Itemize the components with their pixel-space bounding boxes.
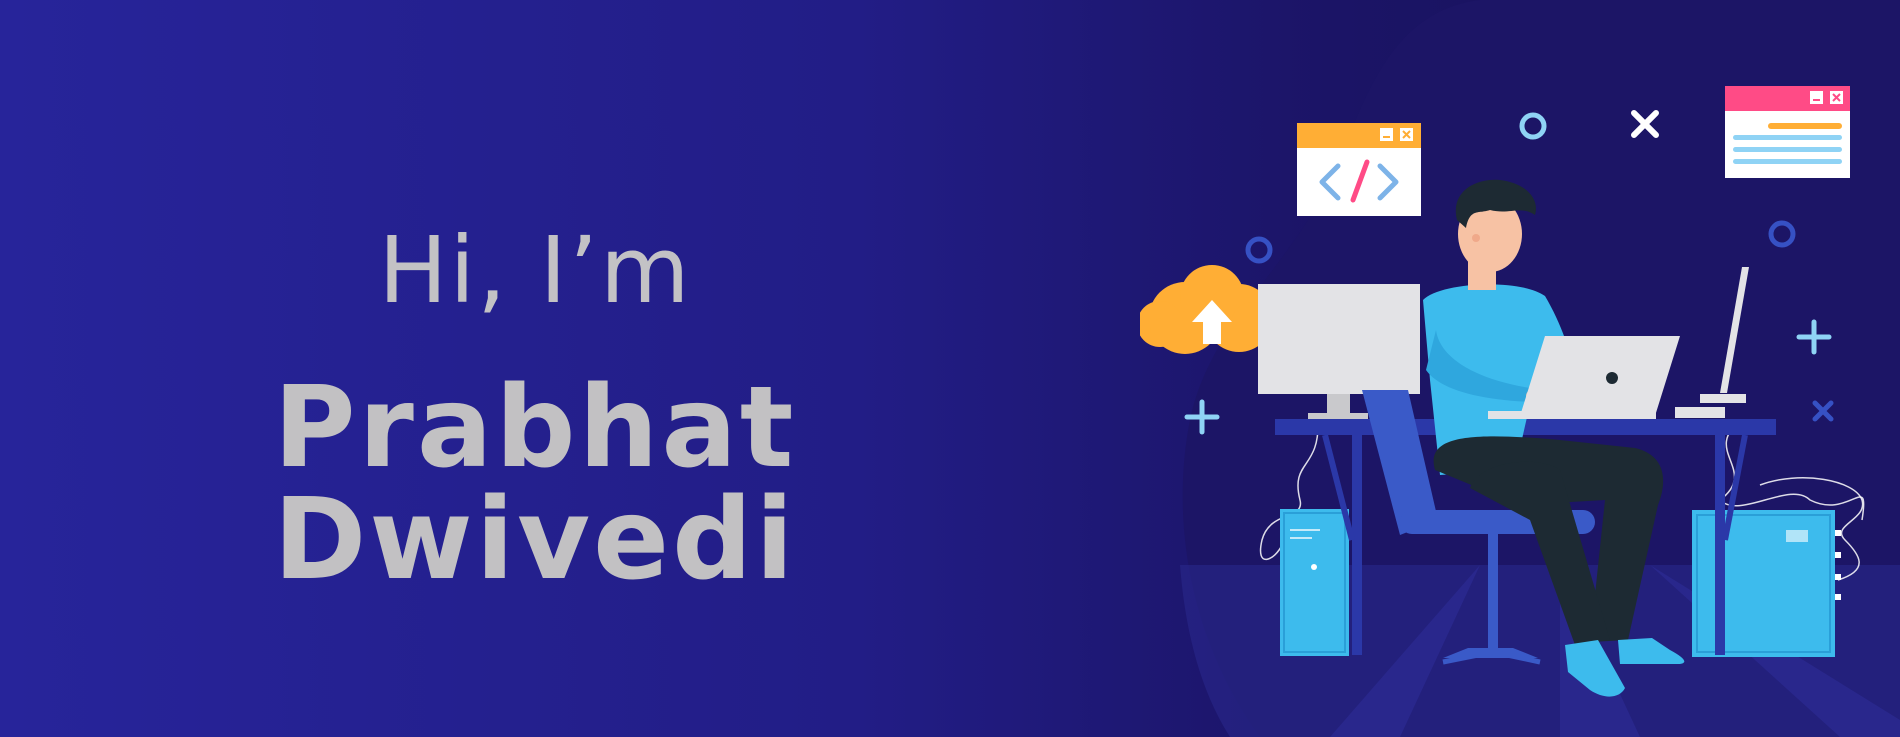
code-icon xyxy=(1319,163,1399,201)
x-decoration xyxy=(1812,400,1834,422)
name-heading: Prabhat Dwivedi xyxy=(273,363,797,605)
plus-decoration xyxy=(1184,399,1220,435)
text-window xyxy=(1725,86,1850,178)
ring-decoration xyxy=(1768,220,1796,248)
cable xyxy=(1759,477,1864,581)
person xyxy=(1423,179,1685,697)
ring-decoration xyxy=(1519,112,1547,140)
laptop xyxy=(1488,336,1680,419)
x-decoration xyxy=(1631,110,1659,138)
cpu-tower-left xyxy=(1280,509,1349,656)
cloud-upload-icon xyxy=(1140,265,1275,354)
cable xyxy=(1718,419,1865,521)
side-monitor xyxy=(1675,267,1749,418)
cpu-tower-right xyxy=(1692,510,1841,657)
greeting-text: Hi, I’m xyxy=(378,217,692,324)
desktop-monitor xyxy=(1258,284,1420,419)
code-window xyxy=(1297,123,1421,216)
developer-illustration xyxy=(1140,0,1900,737)
ring-decoration xyxy=(1245,236,1273,264)
shoe-right xyxy=(1618,638,1685,664)
shoe-left xyxy=(1565,640,1625,697)
plus-decoration xyxy=(1796,319,1832,355)
